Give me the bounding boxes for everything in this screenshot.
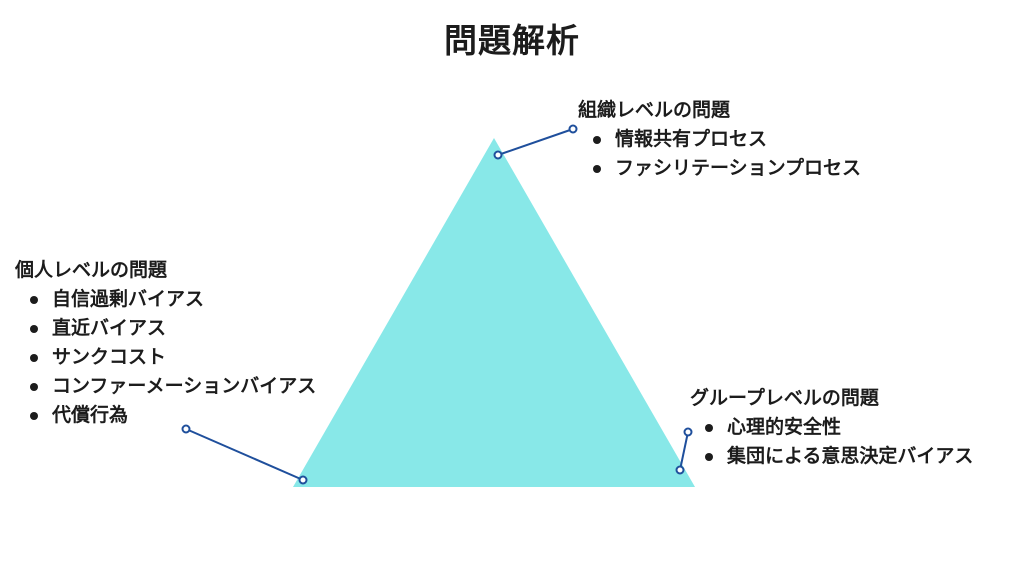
connector-dot: [683, 427, 693, 437]
bullet-icon: [705, 424, 713, 432]
list-item: 代償行為: [15, 401, 316, 430]
bullet-icon: [30, 383, 38, 391]
bullet-icon: [30, 296, 38, 304]
connector-dot: [675, 465, 685, 475]
connector-dot: [568, 124, 578, 134]
organization-level-list: 情報共有プロセス ファシリテーションプロセス: [578, 125, 861, 183]
list-item: 直近バイアス: [15, 314, 316, 343]
bullet-icon: [30, 325, 38, 333]
bullet-icon: [30, 412, 38, 420]
list-item: 情報共有プロセス: [578, 125, 861, 154]
list-item: サンクコスト: [15, 343, 316, 372]
connector-dot: [181, 424, 191, 434]
bullet-icon: [593, 136, 601, 144]
connector-individual: [181, 424, 308, 485]
connector-organization: [493, 124, 578, 160]
group-level-block: グループレベルの問題 心理的安全性 集団による意思決定バイアス: [690, 384, 973, 471]
individual-level-list: 自信過剰バイアス 直近バイアス サンクコスト コンファーメーションバイアス 代償…: [15, 285, 316, 430]
connector-group: [675, 427, 693, 475]
page-title: 問題解析: [444, 21, 580, 60]
connector-dot: [493, 150, 503, 160]
triangle-shape: [293, 138, 695, 487]
group-level-heading: グループレベルの問題: [690, 387, 879, 409]
list-item: 心理的安全性: [690, 413, 973, 442]
bullet-icon: [593, 165, 601, 173]
list-item: 集団による意思決定バイアス: [690, 442, 973, 471]
connector-dot: [298, 475, 308, 485]
list-item: ファシリテーションプロセス: [578, 154, 861, 183]
group-level-list: 心理的安全性 集団による意思決定バイアス: [690, 413, 973, 471]
list-item: 自信過剰バイアス: [15, 285, 316, 314]
individual-level-heading: 個人レベルの問題: [15, 259, 168, 281]
bullet-icon: [705, 453, 713, 461]
organization-level-block: 組織レベルの問題 情報共有プロセス ファシリテーションプロセス: [578, 96, 861, 183]
individual-level-block: 個人レベルの問題 自信過剰バイアス 直近バイアス サンクコスト コンファーメーシ…: [15, 256, 316, 430]
organization-level-heading: 組織レベルの問題: [578, 99, 731, 121]
bullet-icon: [30, 354, 38, 362]
list-item: コンファーメーションバイアス: [15, 372, 316, 401]
